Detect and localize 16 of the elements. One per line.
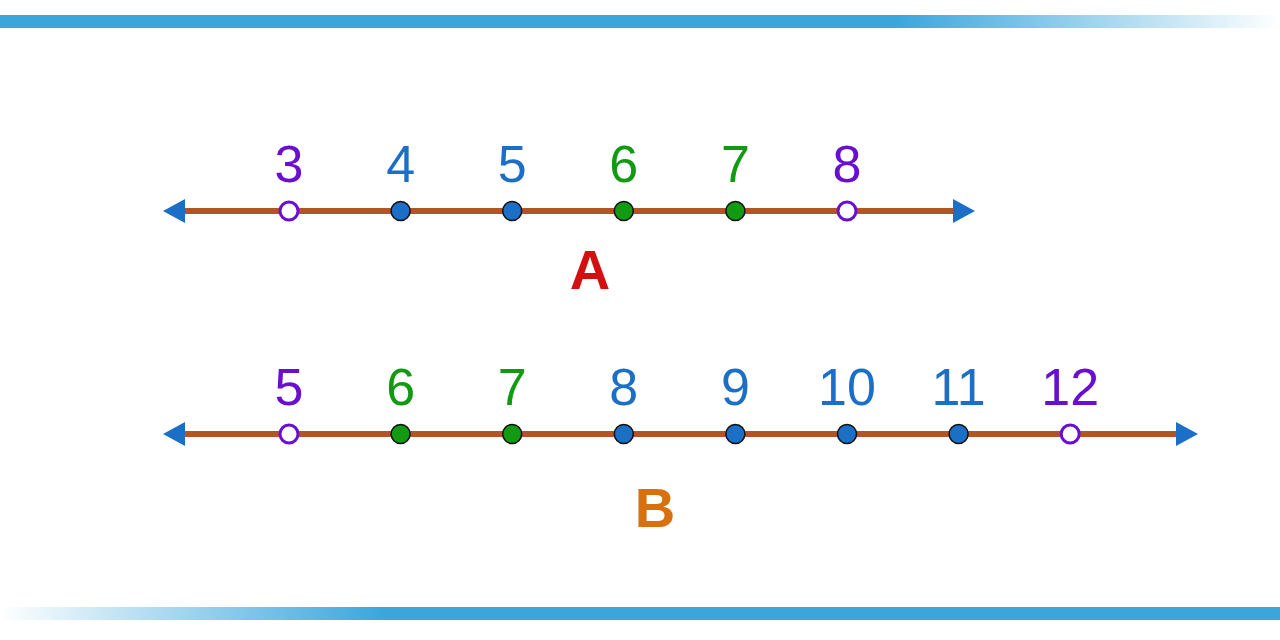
tick-label: 8 bbox=[832, 138, 862, 190]
tick-label: 6 bbox=[609, 138, 639, 190]
tick-label: 3 bbox=[274, 138, 304, 190]
line-label: A bbox=[569, 242, 611, 298]
tick-label: 8 bbox=[609, 361, 639, 413]
tick-label: 11 bbox=[931, 361, 986, 413]
tick-label: 6 bbox=[386, 361, 416, 413]
tick-label: 10 bbox=[818, 361, 876, 413]
tick-label: 9 bbox=[720, 361, 750, 413]
tick-label: 5 bbox=[274, 361, 304, 413]
tick-label: 4 bbox=[386, 138, 416, 190]
line-label: B bbox=[634, 480, 676, 536]
tick-label: 7 bbox=[720, 138, 750, 190]
tick-label: 12 bbox=[1041, 361, 1100, 413]
tick-label: 7 bbox=[497, 361, 527, 413]
tick-label: 5 bbox=[497, 138, 527, 190]
